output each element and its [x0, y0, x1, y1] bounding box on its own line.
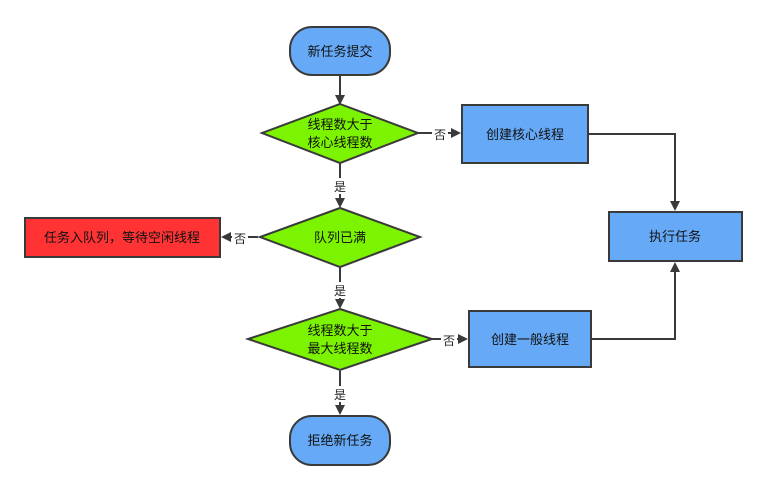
create-normal-thread-node: 创建一般线程	[468, 310, 592, 368]
edge-label-max-no: 否	[443, 334, 455, 348]
reject-node-label: 拒绝新任务	[307, 433, 372, 449]
decision-core-threads: 线程数大于 核心线程数	[259, 102, 421, 165]
execute-task-label: 执行任务	[649, 229, 701, 245]
decision-max-line1: 线程数大于	[307, 324, 372, 339]
edge-label-max-yes: 是	[334, 388, 346, 402]
create-core-thread-label: 创建核心线程	[486, 128, 564, 143]
decision-queue-label: 队列已满	[314, 231, 366, 246]
edge-create-core-to-execute	[588, 133, 680, 211]
edge-label-core-yes: 是	[334, 180, 346, 194]
decision-core-line1: 线程数大于	[307, 118, 372, 133]
enqueue-label: 任务入队列，等待空闲线程	[44, 230, 200, 246]
enqueue-node: 任务入队列，等待空闲线程	[24, 217, 221, 258]
reject-node: 拒绝新任务	[289, 415, 391, 466]
decision-queue-full: 队列已满	[257, 206, 423, 269]
decision-max-line2: 最大线程数	[307, 342, 372, 357]
create-normal-thread-label: 创建一般线程	[491, 332, 569, 348]
decision-max-threads: 线程数大于 最大线程数	[244, 307, 436, 372]
edge-create-normal-to-execute	[591, 262, 680, 340]
edge-label-core-no: 否	[434, 128, 446, 142]
start-node-label: 新任务提交	[307, 44, 372, 60]
edge-label-queue-yes: 是	[334, 284, 346, 298]
decision-core-line2: 核心线程数	[307, 136, 372, 151]
edge-label-queue-no: 否	[234, 232, 246, 246]
execute-task-node: 执行任务	[608, 211, 743, 262]
start-node: 新任务提交	[289, 26, 391, 76]
create-core-thread-node: 创建核心线程	[461, 104, 589, 164]
